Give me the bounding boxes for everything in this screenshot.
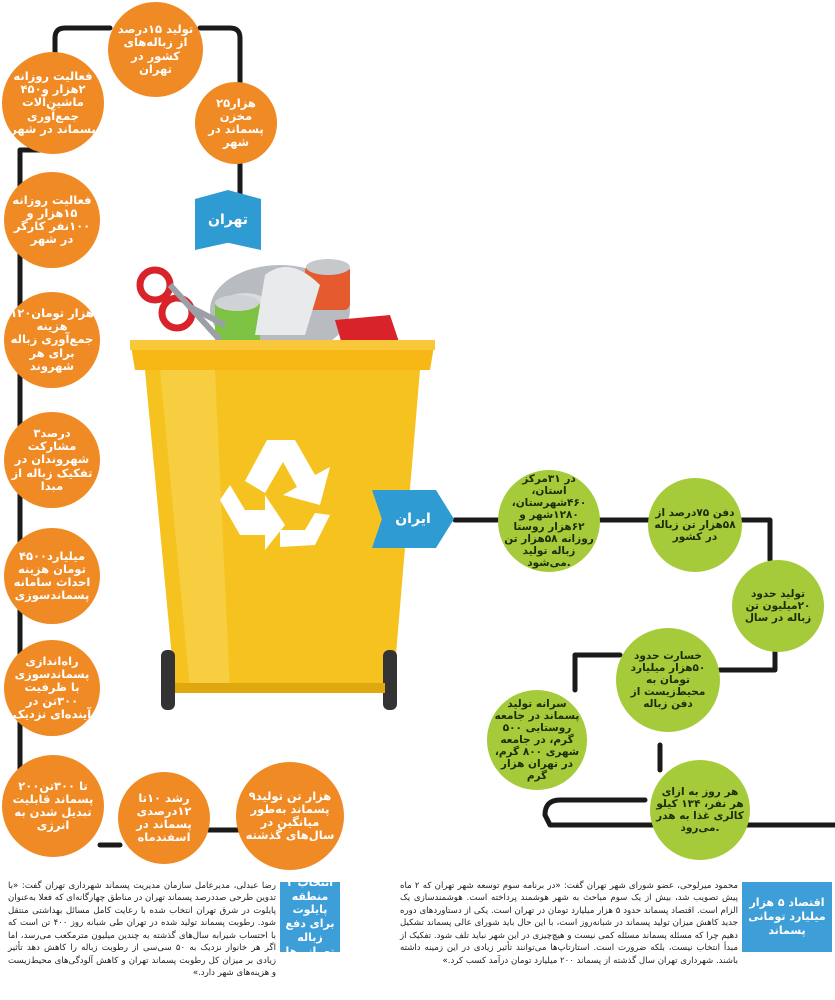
tehran-stat-7: ۴۵۰۰میلیارد تومان هزینه احداث سامانه پسم… bbox=[4, 528, 100, 624]
iran-stat-6: هر روز به ازای هر نفر، ۱۳۴ کیلو کالری غذ… bbox=[650, 760, 750, 860]
tehran-stat-6: ۳درصد مشارکت شهروندان در تفکیک زباله از … bbox=[4, 412, 100, 508]
recycle-icon bbox=[220, 440, 330, 550]
tehran-stat-11: ۹هزار تن تولید پسماند به‌طور میانگین در … bbox=[236, 762, 344, 870]
tehran-stat-8: راه‌اندازی پسماندسوزی با ظرفیت ۳۰۰تن در … bbox=[4, 640, 100, 736]
tehran-stat-3: فعالیت روزانه ۲هزار و۴۵۰ ماشین‌آلات جمع‌… bbox=[2, 52, 104, 154]
waste-economy-box: اقتصاد ۵ هزار میلیارد تومانی پسماند bbox=[742, 882, 832, 952]
iran-stat-2: دفن ۷۵درصد از ۵۸هزار تن زباله در کشور bbox=[648, 478, 742, 572]
tehran-stat-2: ۲۵هزار مخزن پسماند در شهر bbox=[195, 82, 277, 164]
iran-stat-5: سرانه تولید پسماند در جامعه روستایی ۵۰۰ … bbox=[487, 690, 587, 790]
tehran-stat-10: رشد ۱۰تا ۱۲درصدی پسماند در اسفندماه bbox=[118, 772, 210, 864]
tehran-stat-1: تولید ۱۵درصد از زباله‌های کشور در تهران bbox=[108, 2, 203, 97]
tehran-label: تهران bbox=[195, 190, 261, 250]
iran-stat-4: خسارت حدود ۵۰هزار میلیارد تومان به محیط‌… bbox=[616, 628, 720, 732]
pilot-regions-box: انتخاب ۴ منطقه پایلوت برای دفع زباله تهر… bbox=[280, 876, 340, 958]
recycle-bin-illustration bbox=[130, 259, 435, 710]
tehran-stat-4: فعالیت روزانه ۱۵هزار و ۱۰۰نفر کارگر در ش… bbox=[4, 172, 100, 268]
abdoli-quote: رضا عبدلی، مدیرعامل سازمان مدیریت پسماند… bbox=[8, 881, 277, 979]
iran-label: ایران bbox=[372, 490, 454, 548]
iran-stat-1: در ۳۱مرکز استان، ۴۶۰شهرستان، ۱۲۸۰شهر و ۶… bbox=[498, 470, 600, 572]
tehran-stat-9: ۲۰۰تا ۳۰۰تن پسماند قابلیت تبدیل شدن به ا… bbox=[2, 755, 104, 857]
tehran-stat-5: ۱۲۰هزار تومان هزینه جمع‌آوری زباله برای … bbox=[4, 292, 100, 388]
iran-stat-3: تولید حدود ۲۰میلیون تن زباله در سال bbox=[732, 560, 824, 652]
mirlohi-quote: محمود میرلوحی، عضو شورای شهر تهران گفت: … bbox=[400, 881, 738, 966]
